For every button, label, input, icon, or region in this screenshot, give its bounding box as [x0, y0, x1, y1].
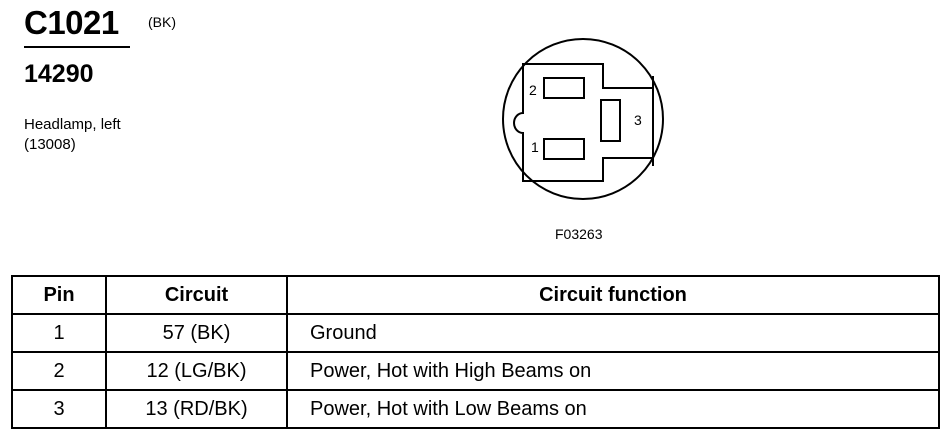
- pin-1-terminal: [543, 138, 585, 160]
- part-number: 14290: [24, 60, 94, 88]
- connector-outline: [502, 38, 664, 200]
- table-row: 2 12 (LG/BK) Power, Hot with High Beams …: [11, 351, 940, 391]
- pin-cell: 1: [11, 313, 107, 353]
- table-row: 1 57 (BK) Ground: [11, 313, 940, 353]
- column-header-function: Circuit function: [286, 275, 940, 315]
- figure-number: F03263: [555, 226, 603, 242]
- pin-cell: 2: [11, 351, 107, 391]
- circuit-cell: 12 (LG/BK): [105, 351, 288, 391]
- table-row: 3 13 (RD/BK) Power, Hot with Low Beams o…: [11, 389, 940, 429]
- column-header-pin: Pin: [11, 275, 107, 315]
- pin-cell: 3: [11, 389, 107, 429]
- connector-color-code: (BK): [148, 14, 176, 30]
- function-cell: Ground: [286, 313, 940, 353]
- pin-label: 2: [529, 82, 537, 98]
- pinout-table: Pin Circuit Circuit function 1 57 (BK) G…: [11, 275, 940, 429]
- function-cell: Power, Hot with Low Beams on: [286, 389, 940, 429]
- circuit-cell: 13 (RD/BK): [105, 389, 288, 429]
- pin-3-terminal: [600, 99, 621, 142]
- column-header-circuit: Circuit: [105, 275, 288, 315]
- description-line: (13008): [24, 136, 76, 153]
- connector-face-diagram: 2 1 3: [502, 38, 664, 200]
- title-underline: [24, 46, 130, 48]
- connector-description: Headlamp, left (13008): [24, 115, 121, 155]
- connector-id: C1021: [24, 4, 119, 41]
- pin-2-terminal: [543, 77, 585, 99]
- function-cell: Power, Hot with High Beams on: [286, 351, 940, 391]
- circuit-cell: 57 (BK): [105, 313, 288, 353]
- table-header-row: Pin Circuit Circuit function: [11, 275, 940, 315]
- pin-label: 1: [531, 139, 539, 155]
- description-line: Headlamp, left: [24, 116, 121, 133]
- pin-label: 3: [634, 112, 642, 128]
